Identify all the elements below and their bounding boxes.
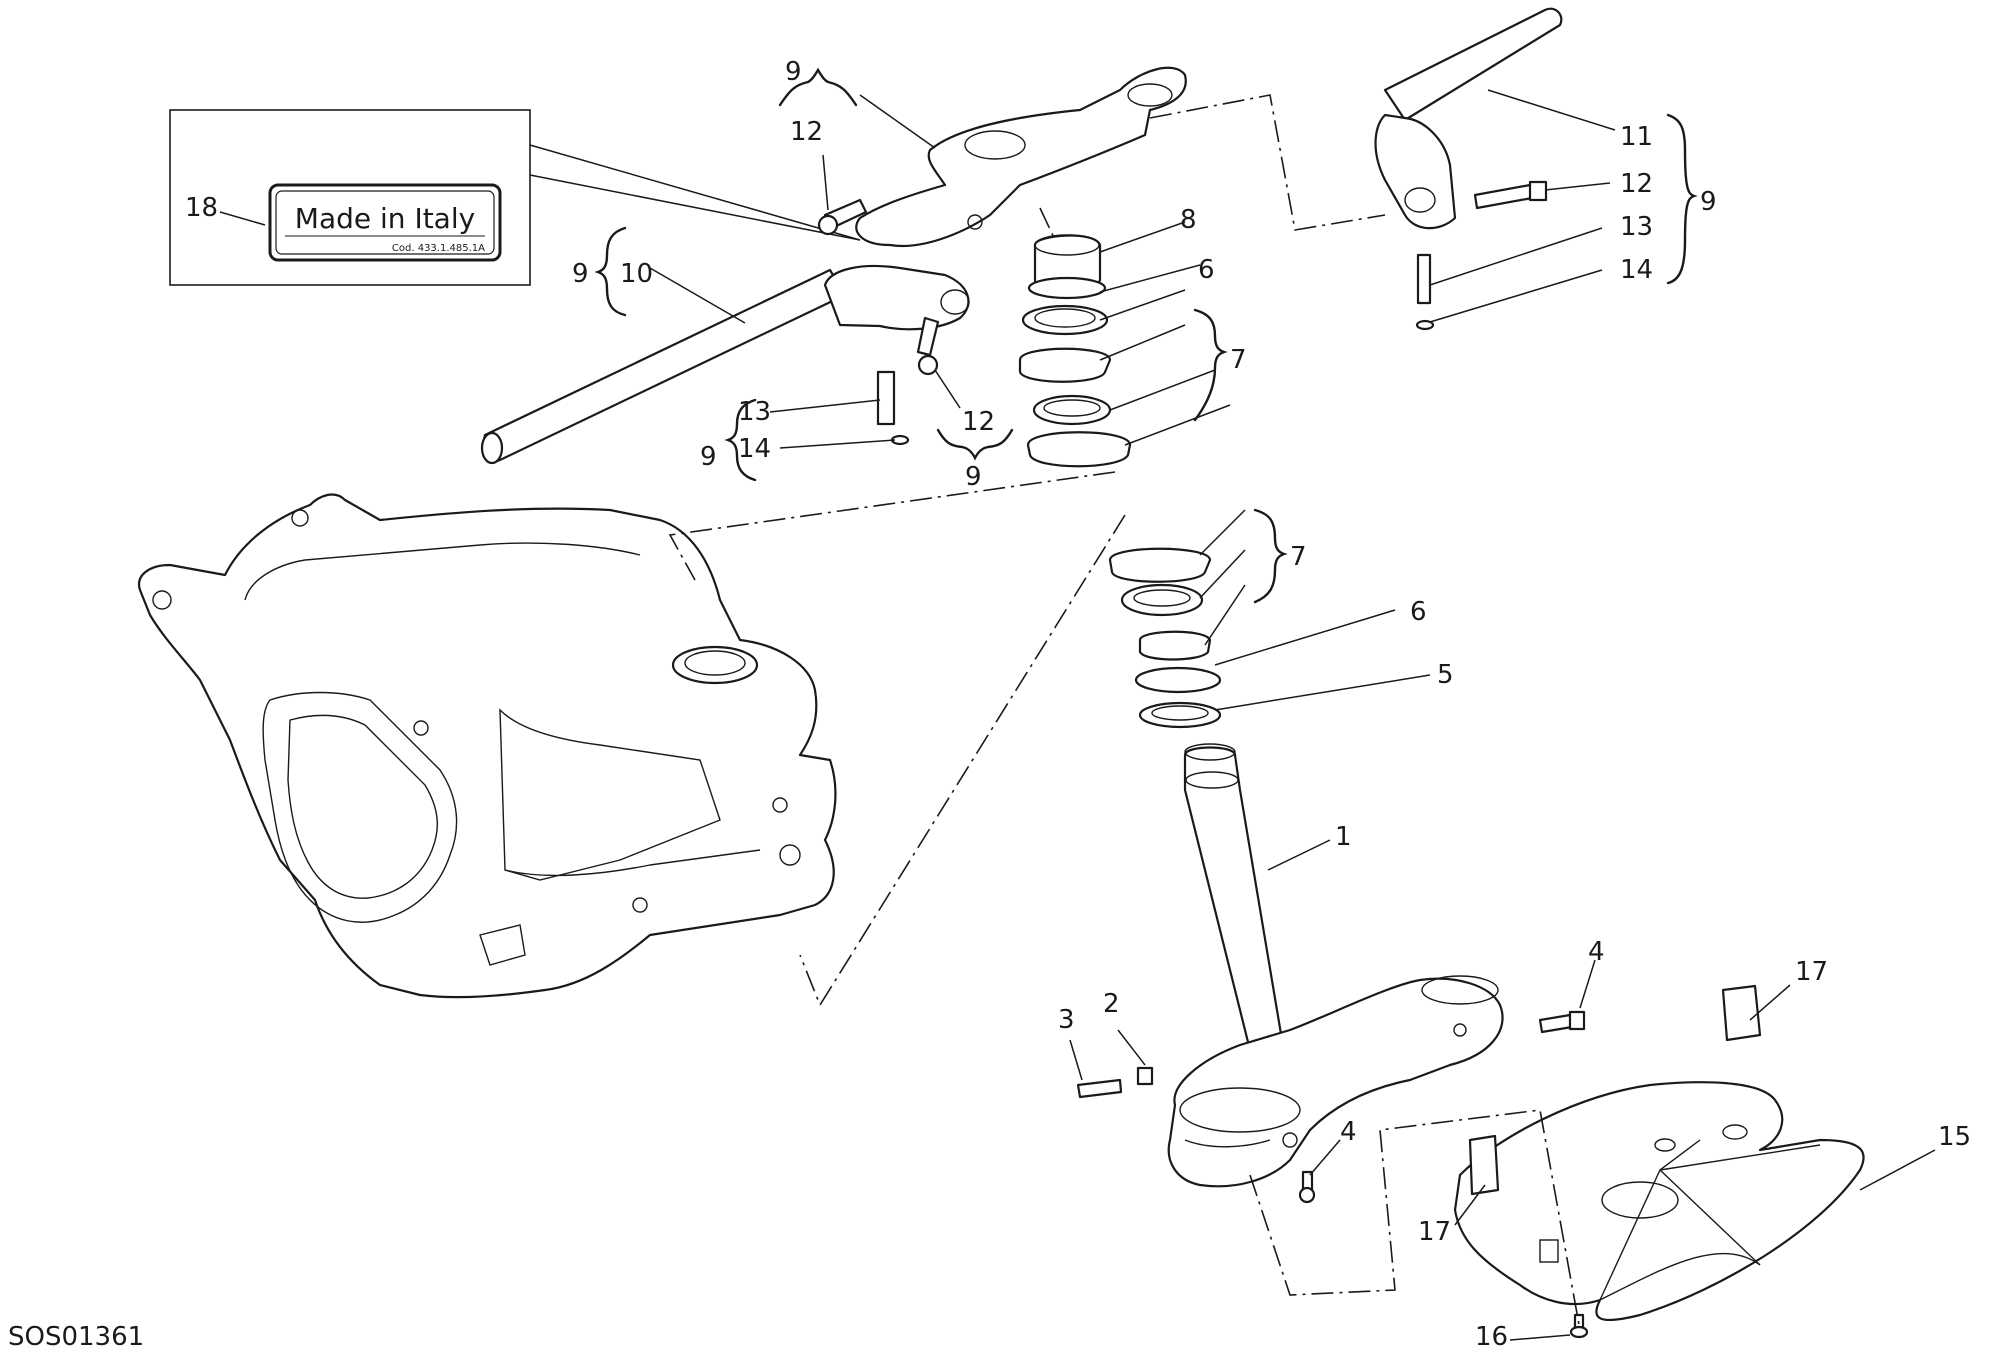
callout-labels: 1 2 3 4 4 5 6 6 7 7 8 9 9 9 9 9 10 11 12… — [185, 57, 1971, 1352]
steering-stem — [1183, 743, 1284, 1052]
callout-6-lower: 6 — [1410, 597, 1427, 627]
decal-code-text: Cod. 433.1.485.1A — [392, 243, 485, 254]
assembly-lines — [668, 94, 1581, 1331]
callout-1: 1 — [1335, 822, 1352, 852]
callout-15: 15 — [1938, 1122, 1971, 1152]
upper-headset — [1018, 234, 1132, 468]
callout-18: 18 — [185, 193, 218, 223]
callout-12-right: 12 — [1620, 169, 1653, 199]
upper-clamp — [855, 66, 1187, 247]
frame — [137, 493, 837, 999]
callout-9-right: 9 — [1700, 187, 1717, 217]
clamp-screw — [817, 198, 868, 236]
callout-12-top: 12 — [790, 117, 823, 147]
callout-8: 8 — [1180, 205, 1197, 235]
callout-9-pin: 9 — [700, 442, 717, 472]
leader-lines — [219, 89, 1936, 1341]
clamp-hardware — [1076, 1010, 1586, 1204]
callout-4-upper: 4 — [1588, 937, 1605, 967]
callout-7-lower: 7 — [1290, 542, 1307, 572]
headlight-shield — [1453, 984, 1865, 1339]
callout-16: 16 — [1475, 1322, 1508, 1352]
callout-14-right: 14 — [1620, 255, 1653, 285]
callout-14-left: 14 — [738, 434, 771, 464]
left-handlebar — [480, 264, 970, 465]
decal-label — [268, 183, 502, 262]
figure-code: SOS01361 — [8, 1322, 144, 1352]
callout-6-upper: 6 — [1198, 255, 1215, 285]
callout-7-upper: 7 — [1230, 345, 1247, 375]
braces — [594, 67, 1698, 604]
lower-clamp — [1167, 975, 1504, 1188]
right-handlebar — [1374, 7, 1563, 331]
callout-17-right: 17 — [1795, 957, 1828, 987]
callout-11: 11 — [1620, 122, 1653, 152]
callout-9-screw: 9 — [965, 462, 982, 492]
callout-17-left: 17 — [1418, 1217, 1451, 1247]
decal-main-text: Made in Italy — [295, 202, 475, 235]
lower-headset — [1108, 547, 1222, 729]
callout-4-lower: 4 — [1340, 1117, 1357, 1147]
callout-13-left: 13 — [738, 397, 771, 427]
callout-10: 10 — [620, 259, 653, 289]
left-pin — [876, 370, 910, 446]
callout-5: 5 — [1437, 660, 1454, 690]
callout-3: 3 — [1058, 1005, 1075, 1035]
decal-inset: Made in Italy Cod. 433.1.485.1A — [169, 109, 861, 286]
callout-12-mid: 12 — [962, 407, 995, 437]
callout-13-right: 13 — [1620, 212, 1653, 242]
callout-9-left: 9 — [572, 259, 589, 289]
callout-9-top: 9 — [785, 57, 802, 87]
callout-2: 2 — [1103, 989, 1120, 1019]
